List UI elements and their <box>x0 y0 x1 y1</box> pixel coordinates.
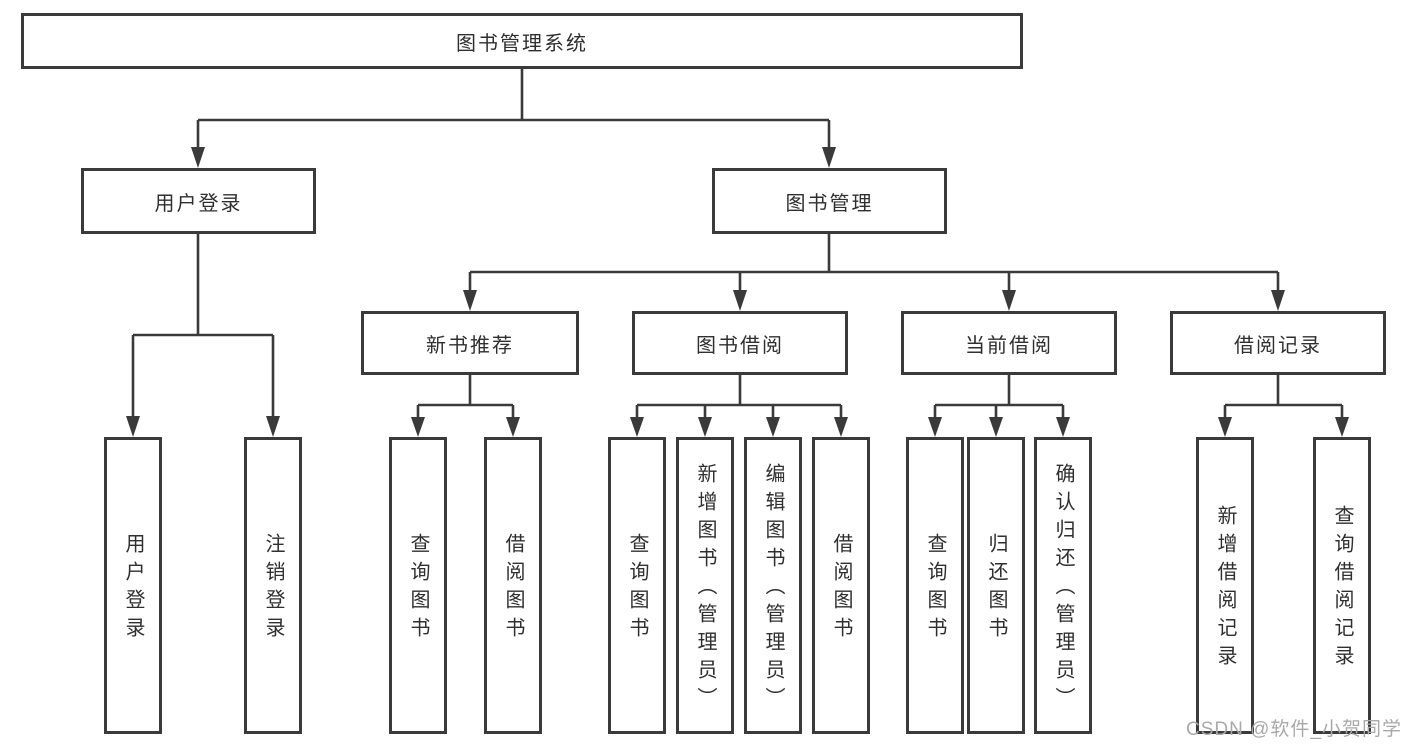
watermark: CSDN @软件_小贺同学 <box>1186 719 1402 740</box>
arrowhead-icon <box>126 416 140 437</box>
node-user-login: 用户登录 <box>81 168 316 234</box>
edge-newbook-children <box>416 375 515 419</box>
node-borrow-books-leaf-1: 借阅图书 <box>484 437 542 734</box>
node-book-management: 图书管理 <box>712 168 947 234</box>
node-query-books-leaf-2: 查询图书 <box>608 437 666 734</box>
arrowhead-icon <box>1271 290 1285 311</box>
arrowhead-icon <box>411 417 425 437</box>
arrowhead-icon <box>266 416 280 437</box>
node-confirm-return-admin-leaf: 确认归还（管理员） <box>1034 437 1092 734</box>
node-query-borrow-record-leaf: 查询借阅记录 <box>1313 437 1371 734</box>
node-borrow-books-leaf-2: 借阅图书 <box>812 437 870 734</box>
edge-currentborrow-children <box>933 375 1065 419</box>
arrowhead-icon <box>989 417 1003 437</box>
arrowhead-icon <box>698 417 712 437</box>
node-book-borrowing: 图书借阅 <box>632 311 848 375</box>
node-return-books-leaf: 归还图书 <box>967 437 1025 734</box>
node-borrowing-records: 借阅记录 <box>1170 311 1386 375</box>
node-logout-leaf: 注销登录 <box>244 437 302 734</box>
arrowhead-icon <box>928 417 942 437</box>
node-current-borrowing: 当前借阅 <box>901 311 1117 375</box>
edge-root-to-level2 <box>196 68 831 149</box>
arrowhead-icon <box>1335 417 1349 437</box>
arrowhead-icon <box>630 417 644 437</box>
arrowhead-icon <box>191 147 205 168</box>
node-new-book-recommend: 新书推荐 <box>361 311 579 375</box>
arrowhead-icon <box>1056 417 1070 437</box>
arrowheads <box>126 147 1349 437</box>
node-add-books-admin-leaf: 新增图书（管理员） <box>676 437 734 734</box>
edge-borrowrecords-children <box>1223 375 1344 419</box>
arrowhead-icon <box>1218 417 1232 437</box>
node-query-books-leaf-3: 查询图书 <box>906 437 964 734</box>
connector-paths <box>131 68 1344 419</box>
arrowhead-icon <box>834 417 848 437</box>
arrowhead-icon <box>733 290 747 311</box>
edge-bookborrow-children <box>635 375 843 419</box>
edge-bookmgmt-to-level3 <box>468 234 1280 292</box>
node-query-books-leaf-1: 查询图书 <box>389 437 447 734</box>
node-edit-books-admin-leaf: 编辑图书（管理员） <box>744 437 802 734</box>
node-root-system: 图书管理系统 <box>21 13 1023 69</box>
arrowhead-icon <box>1002 290 1016 311</box>
edge-userlogin-children <box>131 234 275 419</box>
arrowhead-icon <box>766 417 780 437</box>
arrowhead-icon <box>822 147 836 168</box>
node-user-login-leaf: 用户登录 <box>104 437 162 734</box>
arrowhead-icon <box>506 417 520 437</box>
arrowhead-icon <box>463 290 477 311</box>
node-add-borrow-record-leaf: 新增借阅记录 <box>1196 437 1254 734</box>
